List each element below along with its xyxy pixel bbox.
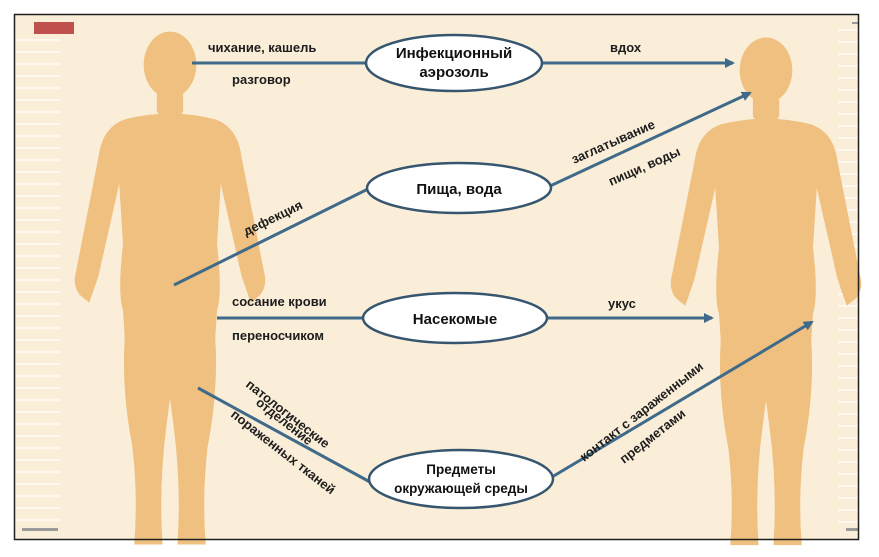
corner-dash-left (22, 528, 58, 531)
label-sneeze: чихание, кашель (208, 40, 316, 55)
corner-dash-right (846, 528, 858, 531)
accent-bar (34, 22, 74, 34)
node-food: Пища, вода (367, 163, 551, 213)
node-insects-label: Насекомые (413, 311, 497, 328)
node-aerosol-line2: аэрозоль (419, 64, 488, 81)
label-blood-2: переносчиком (232, 328, 324, 343)
label-talk: разговор (232, 72, 291, 87)
node-food-label: Пища, вода (416, 181, 502, 198)
label-bite: укус (608, 296, 636, 311)
node-insects: Насекомые (363, 293, 547, 343)
node-objects-line2: окружающей среды (394, 481, 528, 496)
node-aerosol-line1: Инфекционный (396, 45, 512, 62)
label-inhale: вдох (610, 40, 642, 55)
node-aerosol: Инфекционный аэрозоль (366, 35, 542, 91)
node-objects: Предметы окружающей среды (369, 450, 553, 508)
label-blood-1: сосание крови (232, 294, 327, 309)
node-objects-line1: Предметы (426, 462, 495, 477)
corner-dash-top-right (852, 22, 858, 24)
left-stripes (15, 40, 60, 520)
